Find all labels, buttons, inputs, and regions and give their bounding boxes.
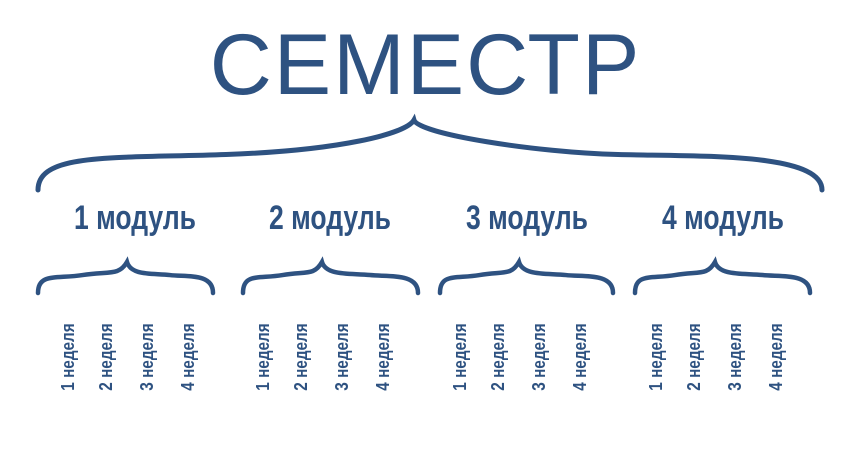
week-label: 2 неделя [291,323,311,391]
week-label: 2 неделя [684,323,704,391]
week-label: 1 неделя [646,323,666,391]
week-label: 2 неделя [488,323,508,391]
week-label: 1 неделя [450,323,470,391]
week-label: 4 неделя [570,323,590,391]
module-brace [632,256,813,296]
module-label: 3 модуль [466,199,588,237]
week-label: 4 неделя [178,323,198,391]
week-label: 4 неделя [373,323,393,391]
module-brace [240,256,421,296]
week-label: 2 неделя [96,323,116,391]
module-label: 1 модуль [74,199,196,237]
module-brace [437,256,616,296]
week-label: 3 неделя [725,323,745,391]
semester-brace [35,113,825,193]
week-label: 1 неделя [58,323,78,391]
week-label: 4 неделя [766,323,786,391]
module-brace [35,256,216,296]
week-label: 3 неделя [332,323,352,391]
week-label: 1 неделя [253,323,273,391]
semester-title: СЕМЕСТР [209,17,642,113]
module-label: 4 модуль [662,199,784,237]
module-label: 2 модуль [269,199,391,237]
week-label: 3 неделя [529,323,549,391]
week-label: 3 неделя [137,323,157,391]
